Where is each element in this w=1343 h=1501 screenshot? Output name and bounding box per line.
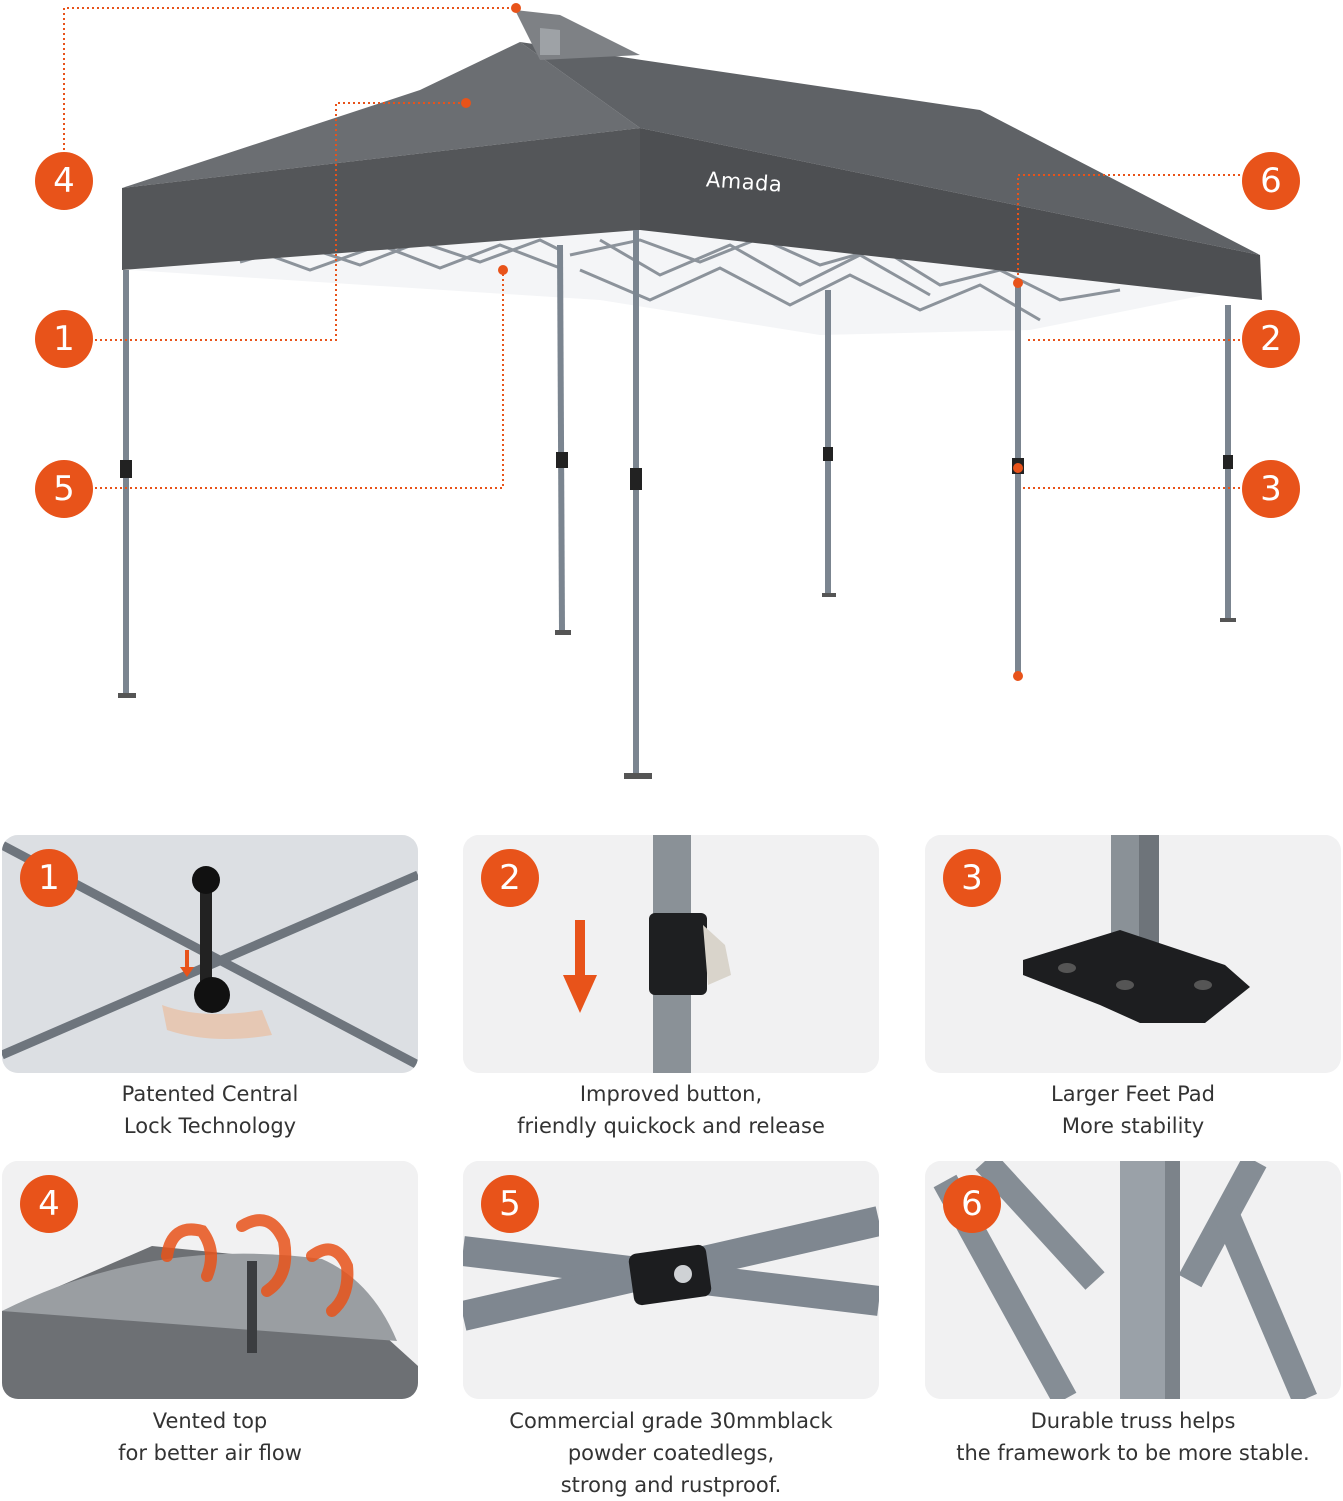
caption-line: Durable truss helps xyxy=(1030,1409,1236,1433)
feature-badge-5: 5 xyxy=(481,1175,539,1233)
caption-line: Larger Feet Pad xyxy=(1051,1082,1215,1106)
feature-caption-3: Larger Feet Pad More stability xyxy=(925,1078,1341,1142)
caption-line: Lock Technology xyxy=(123,1114,297,1138)
feature-caption-1: Patented Central Lock Technology xyxy=(2,1078,418,1142)
caption-line: Patented Central xyxy=(121,1082,299,1106)
feature-badge-6: 6 xyxy=(943,1175,1001,1233)
caption-line: powder coatedlegs, xyxy=(567,1441,775,1465)
feature-badge-4: 4 xyxy=(20,1175,78,1233)
canopy-hero-illustration: Amada 4 1 5 6 2 3 xyxy=(35,3,1300,779)
feature-caption-6: Durable truss helps the framework to be … xyxy=(925,1405,1341,1469)
caption-line: friendly quickock and release xyxy=(517,1114,825,1138)
feature-badge-3: 3 xyxy=(943,849,1001,907)
caption-line: More stability xyxy=(1061,1114,1205,1138)
feature-panel-truss: 6 xyxy=(925,1161,1341,1399)
caption-line: Vented top xyxy=(152,1409,268,1433)
canopy-tent-graphic xyxy=(63,3,1262,779)
feature-panel-leg-joint: 5 xyxy=(463,1161,879,1399)
callout-badge-3: 3 xyxy=(1242,460,1300,518)
caption-line: Commercial grade 30mmblack xyxy=(509,1409,833,1433)
feature-badge-1: 1 xyxy=(20,849,78,907)
feature-caption-2: Improved button, friendly quickock and r… xyxy=(463,1078,879,1142)
callout-badge-6: 6 xyxy=(1242,152,1300,210)
caption-line: for better air flow xyxy=(118,1441,302,1465)
feature-panel-leg-button: 2 xyxy=(463,835,879,1073)
vented-top-icon xyxy=(2,1161,418,1399)
caption-line: Improved button, xyxy=(579,1082,763,1106)
caption-line: strong and rustproof. xyxy=(560,1473,782,1497)
callout-badge-5: 5 xyxy=(35,460,93,518)
feature-panel-feet-pad: 3 xyxy=(925,835,1341,1073)
feature-caption-4: Vented top for better air flow xyxy=(2,1405,418,1469)
feature-badge-2: 2 xyxy=(481,849,539,907)
callout-badge-2: 2 xyxy=(1242,310,1300,368)
feature-caption-5: Commercial grade 30mmblack powder coated… xyxy=(463,1405,879,1501)
feature-panel-vented-top: 4 xyxy=(2,1161,418,1399)
feature-panel-central-lock: 1 xyxy=(2,835,418,1073)
caption-line: the framework to be more stable. xyxy=(956,1441,1310,1465)
callout-badge-1: 1 xyxy=(35,310,93,368)
callout-badge-4: 4 xyxy=(35,152,93,210)
